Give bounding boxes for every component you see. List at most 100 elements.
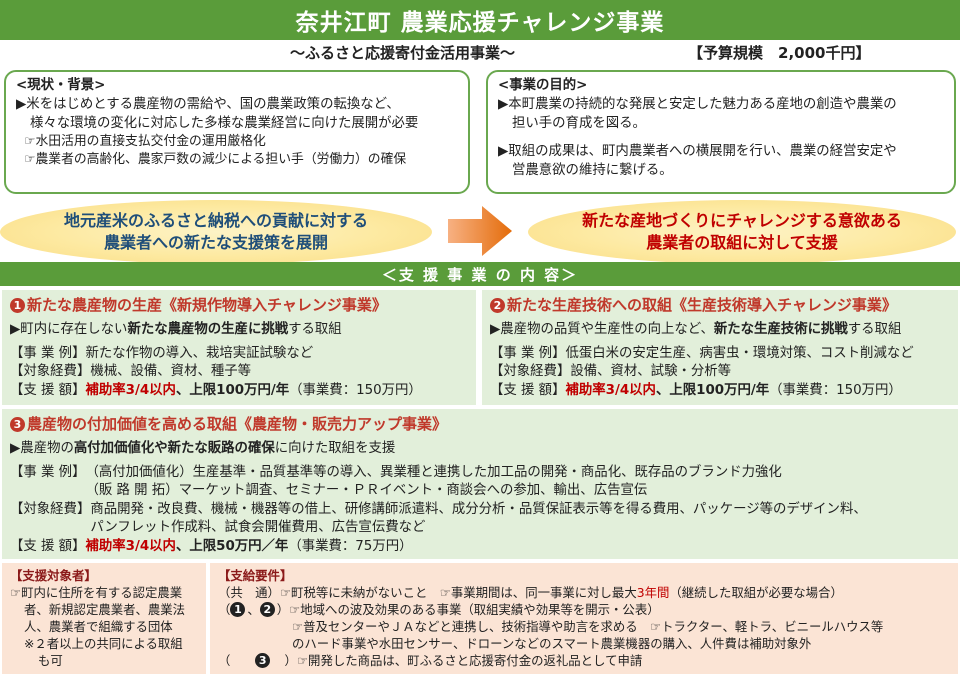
- requirement-common: （共 通）☞町税等に未納がないこと ☞事業期間は、同一事業に対し最大3年間（継続…: [218, 584, 950, 601]
- purpose-point-2a: ▶取組の成果は、町内農業者への横展開を行い、農業の経営安定や: [498, 144, 897, 159]
- right-arrow-icon: [448, 206, 512, 256]
- cost-value-2: パンフレット作成料、試食会開催費用、広告宣伝費など: [90, 520, 426, 536]
- flow-left-oval: 地元産米のふるさと納税への貢献に対する 農業者への新たな支援策を展開: [0, 200, 432, 264]
- amount-key: 【支 援 額】: [10, 538, 86, 554]
- purpose-box: <事業の目的> ▶本町農業の持続的な発展と安定した魅力ある産地の創造や農業の 担…: [486, 70, 956, 194]
- amount-limit: 、上限50万円／年: [175, 538, 289, 554]
- requirements-heading: 【支給要件】: [218, 568, 293, 583]
- background-bullet-1a: ▶米をはじめとする農産物の需給や、国の農業政策の転換など、: [16, 97, 400, 112]
- max-period: 3年間: [636, 585, 670, 600]
- lead-post: に向けた取組を支援: [274, 441, 396, 456]
- panel-2-amount: 【支 援 額】補助率3/4以内、上限100万円/年（事業費：150万円）: [490, 382, 950, 401]
- purpose-point-2b: 営農意欲の維持に繋げる。: [512, 163, 673, 178]
- background-sub-1: ☞水田活用の直接支払交付金の運用厳格化: [24, 134, 266, 149]
- panel-3-amount: 【支 援 額】補助率3/4以内、上限50万円／年（事業費：75万円）: [10, 538, 950, 557]
- panel-2-lead: ▶農産物の品質や生産性の向上など、新たな生産技術に挑戦する取組: [490, 321, 950, 340]
- amount-note: （事業費：150万円）: [769, 382, 902, 398]
- amount-note: （事業費：75万円）: [288, 538, 413, 554]
- flow-right-oval: 新たな産地づくりにチャレンジする意欲ある 農業者の取組に対して支援: [528, 200, 956, 264]
- amount-key: 【支 援 額】: [10, 382, 86, 398]
- number-badge: 1: [10, 298, 25, 313]
- target-line-5: も可: [38, 653, 63, 668]
- lead-post: する取組: [288, 322, 342, 337]
- common-text: ☞町税等に未納がないこと ☞事業期間は、同一事業に対し最大: [279, 585, 637, 600]
- panel-1-title-text: 新たな農産物の生産《新規作物導入チャレンジ事業》: [27, 296, 387, 314]
- lead-pre: ▶農産物の品質や生産性の向上など、: [490, 322, 714, 337]
- subtitle: ～ふるさと応援寄付金活用事業～: [290, 44, 516, 62]
- target-line-3: 人、農業者で組織する団体: [24, 619, 173, 634]
- title-bar: 奈井江町 農業応援チャレンジ事業: [0, 0, 960, 40]
- number-badge: 3: [10, 417, 25, 432]
- panel-1-cost: 【対象経費】機械、設備、資材、種子等: [10, 363, 468, 382]
- panel-1-lead: ▶町内に存在しない新たな農産物の生産に挑戦する取組: [10, 321, 468, 340]
- page-title: 奈井江町 農業応援チャレンジ事業: [295, 10, 665, 36]
- common-key: （共 通）: [218, 585, 280, 600]
- cost-key: 【対象経費】: [490, 364, 571, 380]
- example-value-2: （販 路 開 拓）マーケット調査、セミナー・ＰＲイベント・商談会への参加、輸出、…: [85, 483, 648, 499]
- panel-1-amount: 【支 援 額】補助率3/4以内、上限100万円/年（事業費：150万円）: [10, 382, 468, 401]
- requirement-1-2: （1、2）☞地域への波及効果のある事業（取組実績や効果等を開示・公表）: [218, 602, 660, 617]
- purpose-point-1a: ▶本町農業の持続的な発展と安定した魅力ある産地の創造や農業の: [498, 97, 897, 112]
- cost-value: 設備、資材、試験・分析等: [570, 364, 732, 380]
- panel-2-cost: 【対象経費】設備、資材、試験・分析等: [490, 363, 950, 382]
- requirement-3-text: ☞開発した商品は、町ふるさと応援寄付金の返礼品として申請: [296, 653, 643, 668]
- support-target-box: 【支援対象者】 ☞町内に住所を有する認定農業 者、新規認定農業者、農業法 人、農…: [2, 563, 206, 674]
- background-heading: <現状・背景>: [16, 78, 106, 93]
- background-sub-2: ☞農業者の高齢化、農家戸数の減少による担い手（労働力）の確保: [24, 152, 407, 167]
- flow-right-line-1: 新たな産地づくりにチャレンジする意欲ある: [582, 211, 902, 230]
- budget-label: 【予算規模 2,000千円】: [688, 44, 871, 62]
- flow-right-line-2: 農業者の取組に対して支援: [646, 233, 838, 252]
- flow-left-line-2: 農業者への新たな支援策を展開: [103, 233, 328, 252]
- cost-key: 【対象経費】: [10, 364, 91, 380]
- number-badge: 3: [255, 653, 271, 668]
- lead-pre: ▶農産物の: [10, 441, 74, 456]
- panel-3-example: 【事 業 例】 （高付加価値化）生産基準・品質基準等の導入、異業種と連携した加工…: [10, 464, 950, 501]
- amount-rate: 補助率3/4以内: [565, 382, 656, 398]
- payment-requirements-box: 【支給要件】 （共 通）☞町税等に未納がないこと ☞事業期間は、同一事業に対し最…: [210, 563, 958, 674]
- support-content-heading: ＜支 援 事 業 の 内 容＞: [0, 262, 960, 286]
- lead-bold: 高付加価値化や新たな販路の確保: [73, 441, 275, 456]
- panel-3-title-text: 農産物の付加価値を高める取組《農産物・販売力アップ事業》: [27, 415, 448, 433]
- requirement-1-2-extra: ☞普及センターやＪＡなどと連携し、技術指導や助言を求める ☞トラクター、軽トラ、…: [292, 619, 884, 634]
- purpose-point-1b: 担い手の育成を図る。: [512, 116, 646, 131]
- cost-value: 機械、設備、資材、種子等: [90, 364, 252, 380]
- panel-3-lead: ▶農産物の高付加価値化や新たな販路の確保に向けた取組を支援: [10, 440, 950, 459]
- number-badge: 2: [259, 602, 275, 617]
- example-key: 【事 業 例】: [490, 345, 566, 361]
- example-value: 低蛋白米の安定生産、病害虫・環境対策、コスト削減など: [565, 345, 914, 361]
- example-key: 【事 業 例】: [10, 464, 86, 480]
- target-line-4: ※２者以上の共同による取組: [24, 636, 183, 651]
- panel-2-title-text: 新たな生産技術への取組《生産技術導入チャレンジ事業》: [507, 296, 897, 314]
- amount-limit: 、上限100万円/年: [655, 382, 770, 398]
- panel-2-example: 【事 業 例】低蛋白米の安定生産、病害虫・環境対策、コスト削減など: [490, 345, 950, 364]
- common-note: （継続した取組が必要な場合）: [669, 585, 843, 600]
- flow-left-line-1: 地元産米のふるさと納税への貢献に対する: [63, 211, 368, 230]
- target-line-2: 者、新規認定農業者、農業法: [24, 602, 186, 617]
- lead-pre: ▶町内に存在しない: [10, 322, 128, 337]
- amount-rate: 補助率3/4以内: [85, 382, 176, 398]
- number-badge: 1: [230, 602, 246, 617]
- amount-rate: 補助率3/4以内: [85, 538, 176, 554]
- example-value-1: （高付加価値化）生産基準・品質基準等の導入、異業種と連携した加工品の開発・商品化…: [85, 464, 782, 480]
- requirement-1-2-text: ☞地域への波及効果のある事業（取組実績や効果等を開示・公表）: [289, 602, 660, 617]
- cost-key: 【対象経費】: [10, 501, 91, 517]
- lead-bold: 新たな生産技術に挑戦: [713, 322, 848, 337]
- number-badge: 2: [490, 298, 505, 313]
- requirement-3: （ 3 ）☞開発した商品は、町ふるさと応援寄付金の返礼品として申請: [218, 653, 643, 668]
- target-line-1: ☞町内に住所を有する認定農業: [10, 585, 183, 600]
- amount-note: （事業費：150万円）: [289, 382, 422, 398]
- lead-post: する取組: [847, 322, 902, 337]
- target-heading: 【支援対象者】: [10, 568, 97, 583]
- panel-3-cost: 【対象経費】 商品開発・改良費、機械・機器等の借上、研修講師派遣料、成分分析・品…: [10, 501, 950, 538]
- requirement-1-2-extra-2: のハード事業や水田センサー、ドローンなどのスマート農業機器の購入、人件費は補助対…: [292, 636, 812, 651]
- amount-key: 【支 援 額】: [490, 382, 566, 398]
- example-value: 新たな作物の導入、栽培実証試験など: [85, 345, 314, 361]
- background-box: <現状・背景> ▶米をはじめとする農産物の需給や、国の農業政策の転換など、 様々…: [4, 70, 470, 194]
- panel-1-example: 【事 業 例】新たな作物の導入、栽培実証試験など: [10, 345, 468, 364]
